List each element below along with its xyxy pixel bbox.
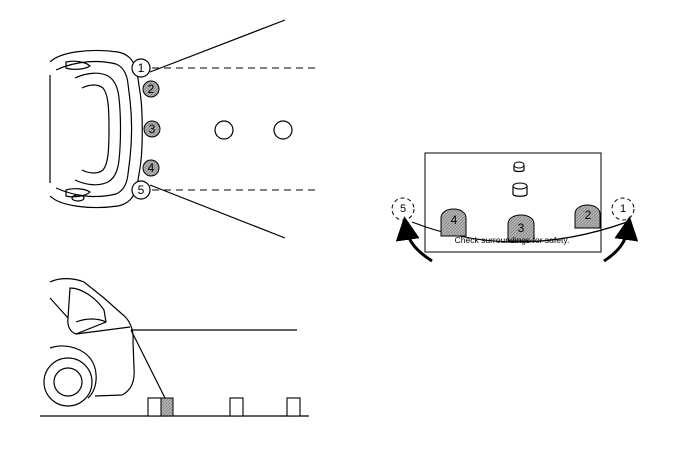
sensor-range-line-down: [130, 329, 166, 399]
arrow-right-icon: [603, 216, 639, 263]
screen-outer-sensor-1: 1: [611, 197, 635, 221]
screen-outer-label-1: 1: [620, 203, 626, 215]
sensor-label-1: 1: [138, 61, 145, 75]
sensor-marker-5: 5: [131, 180, 151, 200]
obstacle-near: [214, 120, 234, 140]
display-screen-illustration: 4 3 2 Check surroundings for safety. 5 1: [391, 152, 639, 263]
screen-sensor-zone-2: 2: [574, 204, 601, 229]
side-view: [40, 278, 309, 417]
sensor-label-4: 4: [148, 161, 155, 175]
screen-sensor-zone-4: 4: [440, 208, 467, 237]
obstacle-post-detected-left: [147, 397, 162, 417]
obstacle-post-far: [286, 397, 301, 417]
obstacle-post-detected-right: [160, 397, 174, 417]
screen-zone-label-3: 3: [518, 221, 525, 235]
car-rear-side-outline: [43, 278, 135, 407]
screen-outer-sensor-5: 5: [391, 197, 415, 221]
screen-sensor-zone-3: 3: [507, 214, 535, 242]
sensor-label-3: 3: [149, 122, 156, 136]
screen-distant-obstacle: [513, 161, 525, 173]
sensor-marker-3: 3: [143, 120, 161, 138]
arrow-left-icon: [395, 216, 433, 263]
screen-middle-obstacle: [512, 182, 528, 197]
car-rear-top-outline: [49, 49, 143, 209]
obstacle-far: [273, 120, 293, 140]
sensor-label-2: 2: [148, 82, 155, 96]
screen-caption: Check surroundings for safety.: [455, 235, 570, 245]
sensor-marker-1: 1: [131, 58, 151, 78]
screen-zone-label-2: 2: [585, 208, 592, 222]
bumper-arc: [411, 221, 628, 243]
sensor-marker-2: 2: [142, 80, 160, 98]
sensor-marker-4: 4: [142, 159, 160, 177]
top-view: 1 2 3 4 5: [49, 19, 315, 239]
obstacle-post-middle: [229, 397, 244, 417]
detection-boundary-lower: [149, 184, 286, 239]
screen-zone-label-4: 4: [451, 213, 458, 227]
screen-outer-label-5: 5: [400, 203, 406, 215]
sensor-label-5: 5: [138, 183, 145, 197]
detection-boundary-upper: [149, 19, 286, 73]
